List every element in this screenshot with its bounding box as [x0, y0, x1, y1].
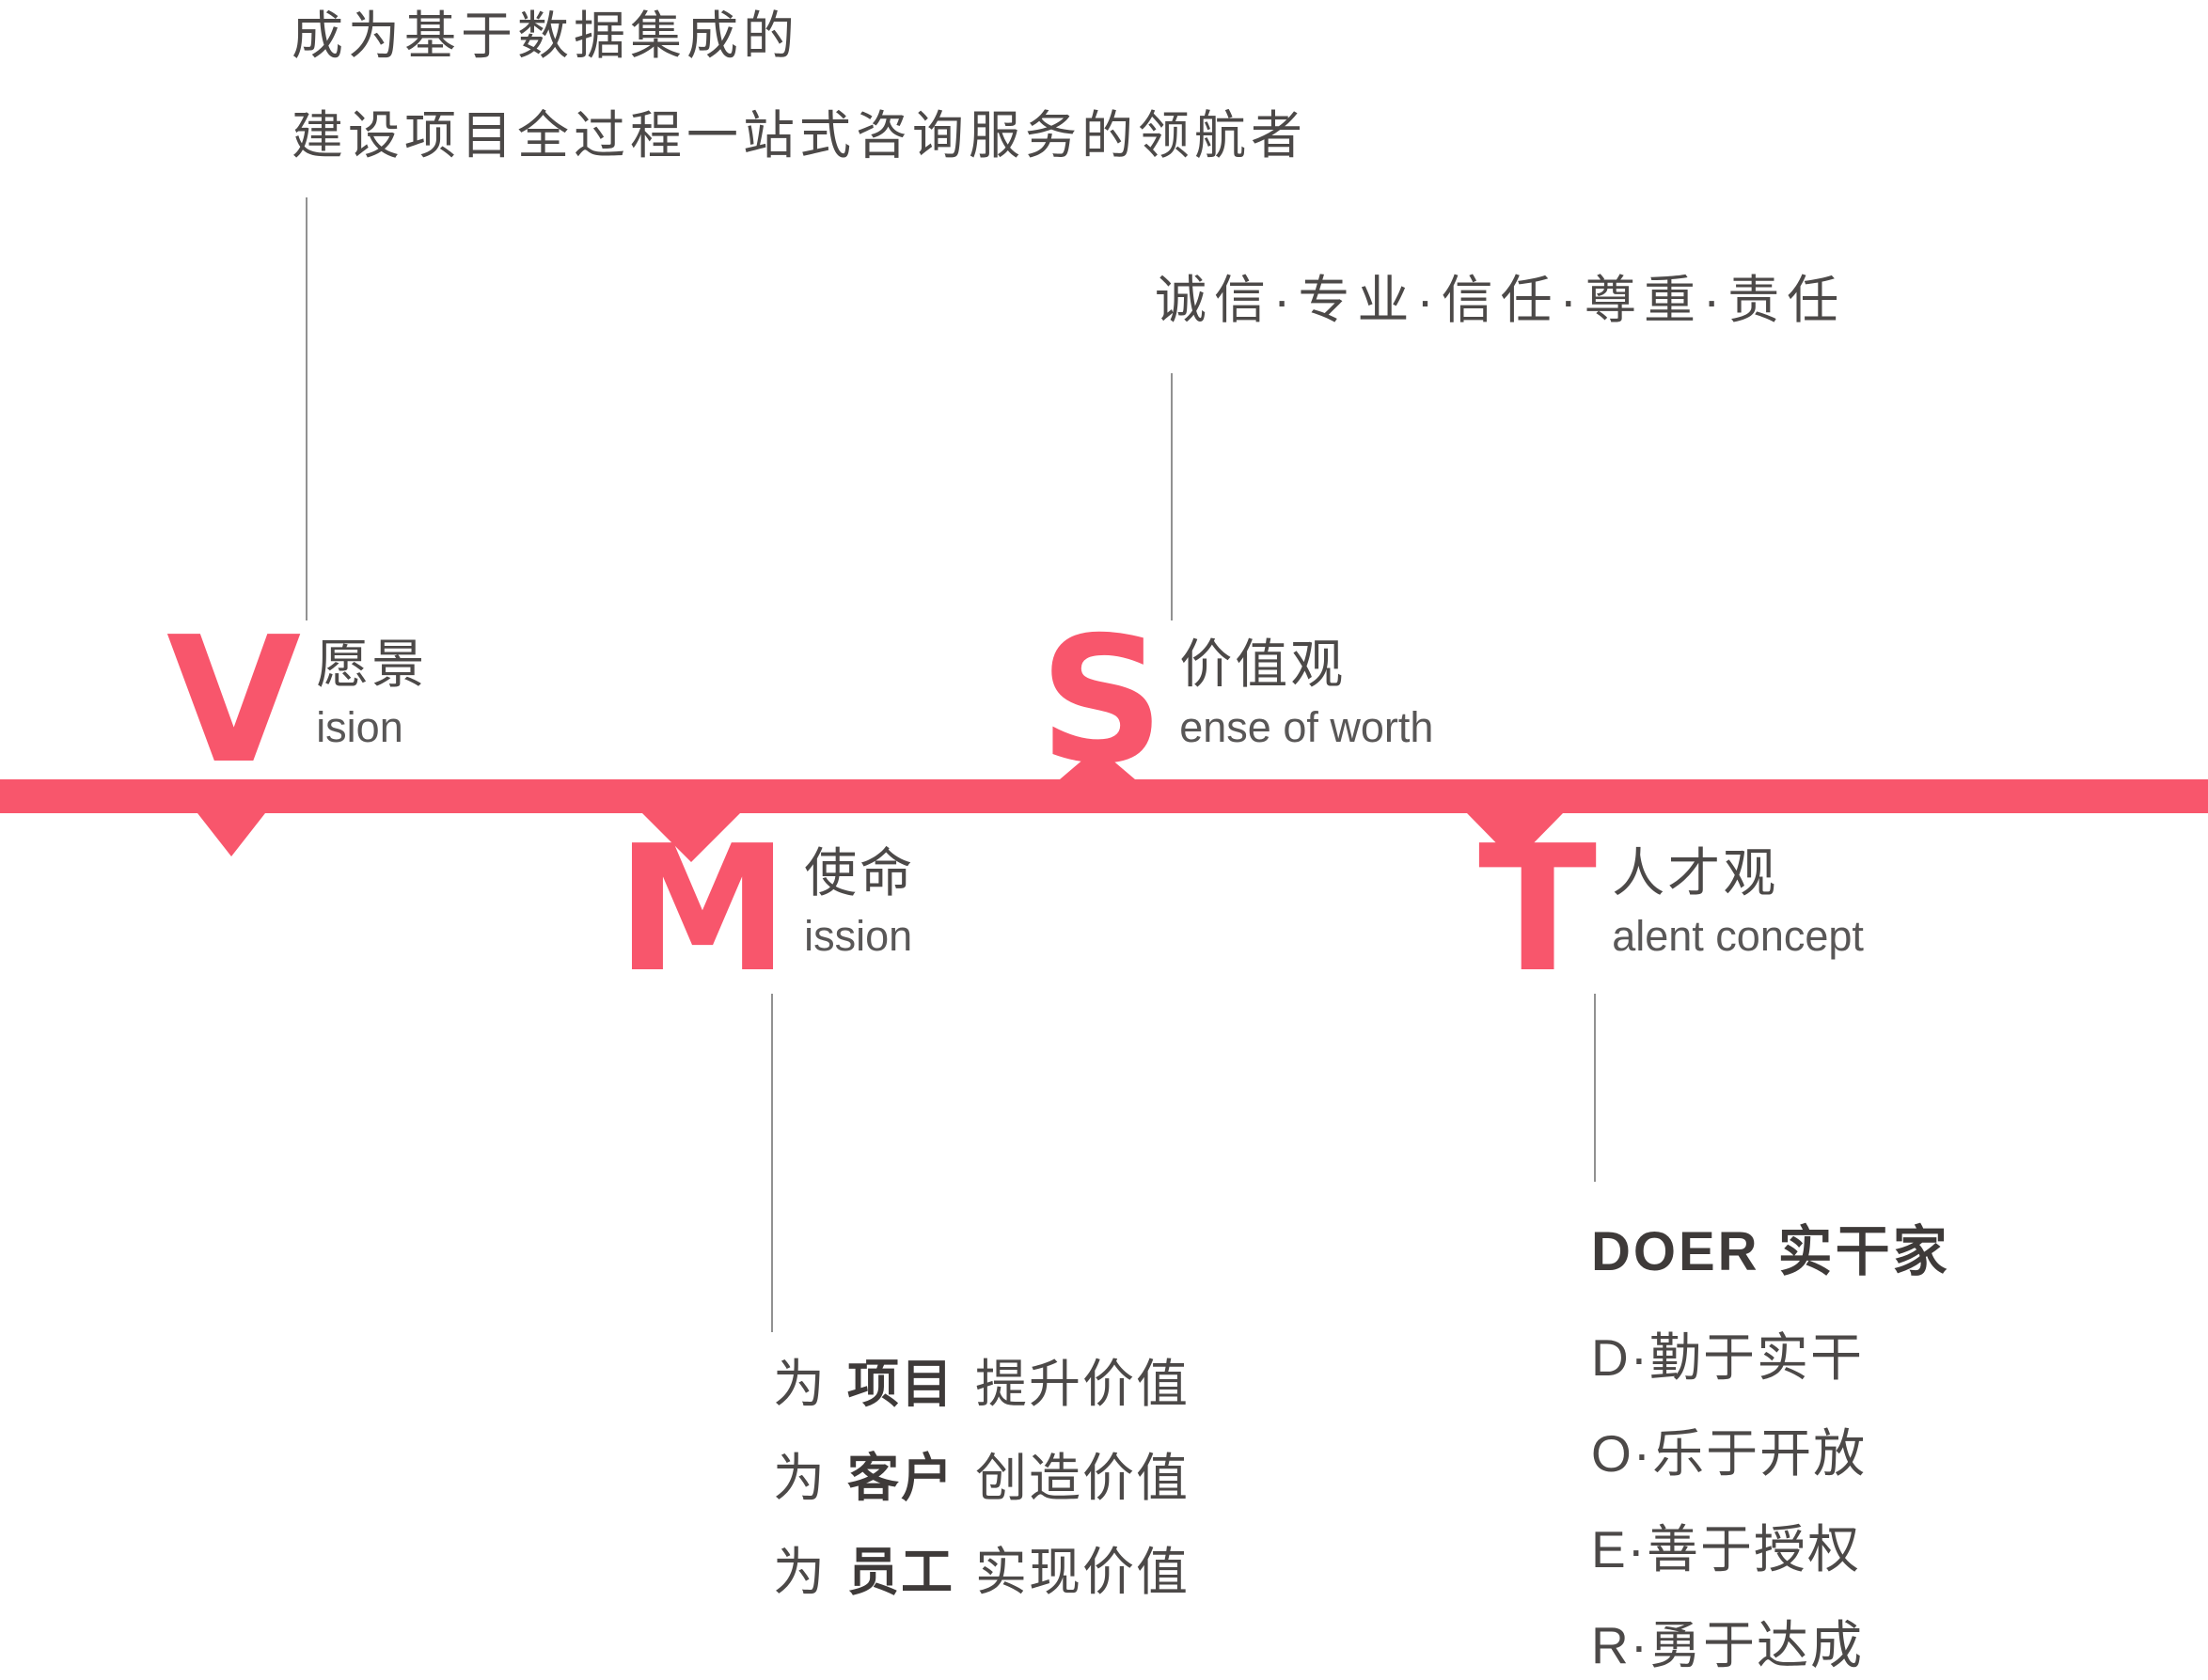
talent-doer-title: DOER 实干家	[1591, 1221, 1950, 1282]
mission-title-en: ission	[804, 912, 913, 960]
vision-title-zh: 愿景	[316, 635, 428, 694]
mission-item-1-keyword: 项目	[847, 1355, 955, 1413]
mission-tick-icon	[642, 813, 740, 862]
talent-title-en: alent concept	[1612, 912, 1864, 960]
mission-item-2-prefix: 为	[773, 1449, 828, 1507]
talent-tick-icon	[1467, 813, 1563, 862]
mission-title-zh: 使命	[804, 843, 916, 903]
values-title-zh: 价值观	[1179, 635, 1347, 694]
mission-connector-line	[771, 994, 773, 1332]
vision-statement-line-2: 建设项目全过程一站式咨询服务的领航者	[292, 106, 1308, 165]
mission-label: M 使命 ission	[616, 823, 915, 997]
talent-title-zh: 人才观	[1612, 843, 1779, 903]
mission-item-2-keyword: 客户	[847, 1449, 955, 1507]
talent-connector-line	[1594, 994, 1596, 1182]
talent-item-1: D·勤于实干	[1591, 1328, 1865, 1387]
values-tick-icon	[1060, 747, 1135, 779]
talent-letter: T	[1478, 808, 1598, 1011]
mission-item-3: 为 员工 实现价值	[773, 1542, 1190, 1602]
mission-item-1-suffix: 提升价值	[975, 1355, 1191, 1413]
talent-item-2: O·乐于开放	[1591, 1424, 1868, 1483]
values-list: 诚信·专业·信任·尊重·责任	[1155, 271, 1847, 329]
mission-items: 为 项目 提升价值 为 客户 创造价值 为 员工 实现价值	[773, 1354, 1190, 1636]
vision-connector-line	[306, 197, 308, 620]
talent-content: DOER 实干家 D·勤于实干 O·乐于开放 E·善于授权 R·勇于达成	[1591, 1220, 1950, 1680]
vision-statement: 成为基于数据集成的 建设项目全过程一站式咨询服务的领航者	[292, 5, 1307, 204]
talent-label: T 人才观 alent concept	[1478, 823, 1864, 997]
vision-statement-line-1: 成为基于数据集成的	[292, 7, 800, 65]
mission-item-2-suffix: 创造价值	[975, 1449, 1191, 1507]
vision-title-en: ision	[316, 703, 403, 751]
values-label: S 价值观 ense of worth	[1039, 614, 1433, 788]
talent-item-4: R·勇于达成	[1591, 1616, 1865, 1674]
values-letter: S	[1039, 599, 1165, 802]
values-title-en: ense of worth	[1179, 703, 1434, 751]
mission-item-2: 为 客户 创造价值	[773, 1448, 1190, 1508]
vision-label: V 愿景 ision	[166, 614, 427, 788]
vision-letter: V	[166, 599, 302, 802]
values-connector-line	[1171, 373, 1173, 620]
mission-letter: M	[616, 808, 790, 1011]
mission-item-3-suffix: 实现价值	[975, 1543, 1191, 1601]
mission-item-1-prefix: 为	[773, 1355, 828, 1413]
vision-tick-icon	[197, 813, 265, 856]
mission-item-1: 为 项目 提升价值	[773, 1354, 1190, 1414]
timeline-bar	[0, 779, 2208, 813]
talent-item-3: E·善于授权	[1591, 1520, 1862, 1578]
mission-item-3-prefix: 为	[773, 1543, 828, 1601]
mission-item-3-keyword: 员工	[847, 1543, 955, 1601]
